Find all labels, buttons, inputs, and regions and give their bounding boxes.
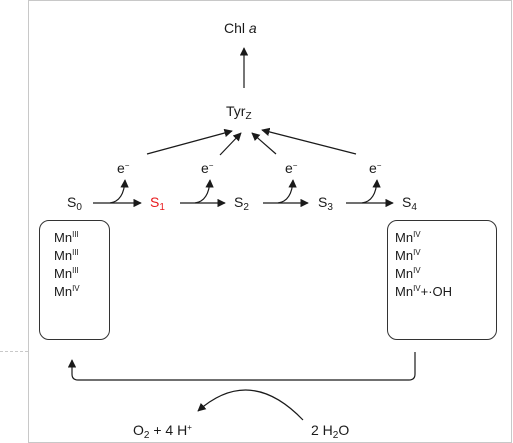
mn-row: MnIV xyxy=(54,284,80,299)
state-s0: S0 xyxy=(67,194,82,213)
mn-cluster-s4-box: MnIV MnIV MnIV MnIV+·OH xyxy=(387,220,497,340)
arrow-e1-to-tyr xyxy=(146,128,233,155)
curl-e4 xyxy=(361,179,381,204)
dashed-separator xyxy=(0,351,28,352)
mn-row: MnIII xyxy=(54,266,79,281)
mn-row: MnIV+·OH xyxy=(395,284,453,299)
curl-e3 xyxy=(277,179,297,204)
curl-e1 xyxy=(109,179,129,204)
mn-cluster-s0-box: MnIII MnIII MnIII MnIV xyxy=(39,220,110,340)
mn-row: MnIV xyxy=(395,248,421,263)
electron-label: e− xyxy=(117,160,130,176)
arrow-e2-to-tyr xyxy=(219,132,242,156)
state-s2: S2 xyxy=(234,194,249,213)
mn-row: MnIII xyxy=(54,230,79,245)
arrow-e3-to-tyr xyxy=(251,132,277,155)
chl-a-label: Chl a xyxy=(224,20,257,36)
arrow-e4-to-tyr xyxy=(261,127,357,155)
water-oxidation-arrow xyxy=(197,389,304,421)
tyr-z-label: TyrZ xyxy=(226,103,252,122)
electron-label: e− xyxy=(201,160,214,176)
state-s3: S3 xyxy=(318,194,333,213)
electron-label: e− xyxy=(285,160,298,176)
state-s1: S1 xyxy=(150,194,165,213)
mn-row: MnIV xyxy=(395,266,421,281)
mn-row: MnIV xyxy=(395,230,421,245)
products-label: O2 + 4 H+ xyxy=(133,422,192,441)
reset-arrow xyxy=(67,352,416,381)
mn-row: MnIII xyxy=(54,248,79,263)
curl-e2 xyxy=(194,179,214,204)
electron-label: e− xyxy=(369,160,382,176)
state-s4: S4 xyxy=(402,194,417,213)
water-label: 2 H2O xyxy=(311,422,350,441)
